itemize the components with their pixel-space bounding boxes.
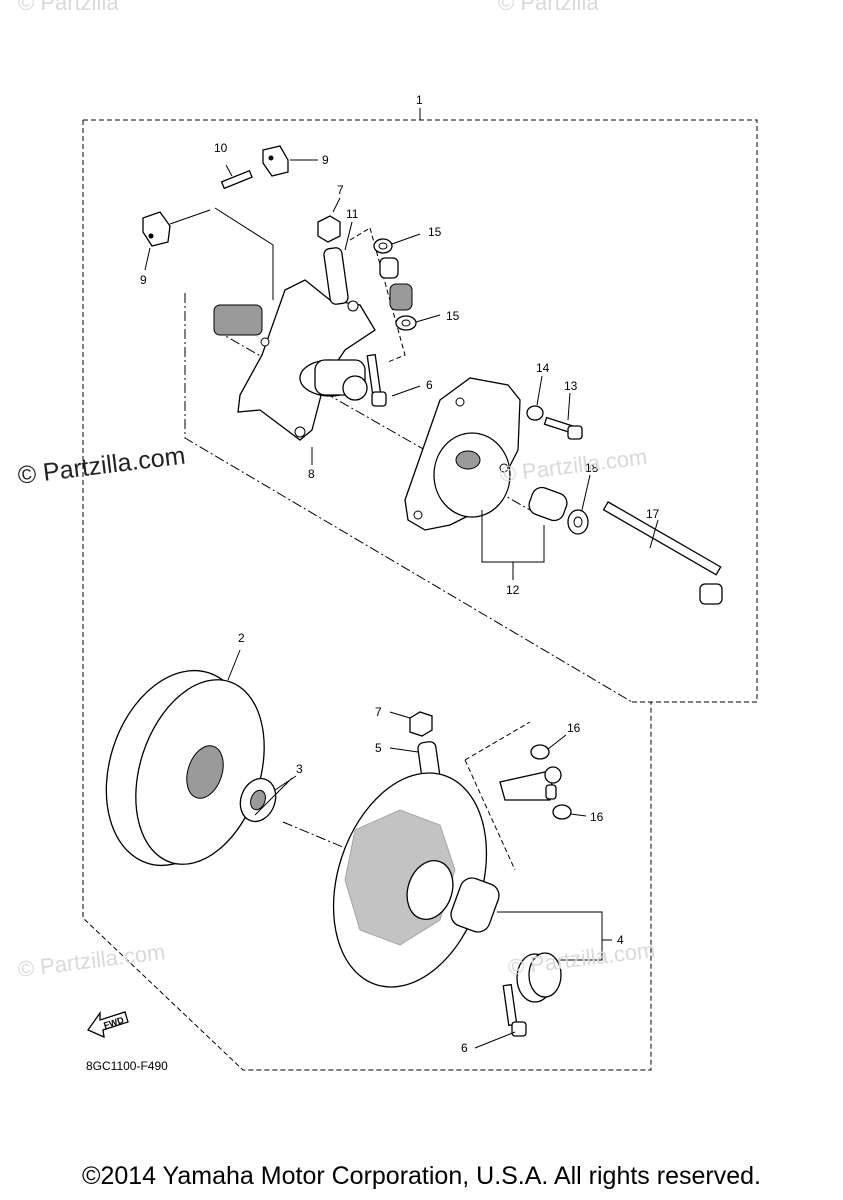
bushing-12 bbox=[528, 486, 568, 522]
nut-7-top bbox=[317, 215, 341, 243]
callout-16b: 16 bbox=[590, 810, 604, 824]
copyright-notice: ©2014 Yamaha Motor Corporation, U.S.A. A… bbox=[82, 1162, 761, 1190]
washer-15-top bbox=[373, 238, 393, 254]
pin-10 bbox=[220, 164, 253, 190]
callout-9a: 9 bbox=[322, 153, 329, 167]
callout-9b: 9 bbox=[140, 273, 147, 287]
callout-13: 13 bbox=[564, 379, 578, 393]
callout-2: 2 bbox=[238, 631, 245, 645]
bearing-4 bbox=[516, 952, 562, 1003]
weight-arm bbox=[499, 766, 562, 801]
axis-line-upper bbox=[184, 293, 633, 703]
callout-5: 5 bbox=[375, 741, 382, 755]
callout-15a: 15 bbox=[428, 225, 442, 239]
callout-7b: 7 bbox=[375, 705, 382, 719]
callout-17: 17 bbox=[646, 507, 660, 521]
washer-16-top bbox=[530, 744, 550, 760]
nut-7-lower bbox=[409, 711, 433, 737]
washer-15-bottom bbox=[395, 315, 417, 331]
washer-18 bbox=[567, 509, 589, 535]
block-9-left bbox=[142, 211, 171, 247]
bushing-3 bbox=[239, 777, 277, 823]
bolt-6-lower bbox=[502, 983, 527, 1037]
callout-3: 3 bbox=[296, 762, 303, 776]
block-9-top bbox=[262, 145, 289, 177]
callout-11: 11 bbox=[346, 207, 359, 221]
fwd-label: FWD bbox=[102, 1015, 125, 1031]
callout-18: 18 bbox=[585, 461, 599, 475]
bolt-17 bbox=[602, 501, 723, 605]
sleeve-11 bbox=[323, 247, 349, 305]
bolt-13 bbox=[543, 416, 583, 440]
callout-10: 10 bbox=[214, 141, 228, 155]
callout-15b: 15 bbox=[446, 309, 460, 323]
sheave-2 bbox=[105, 669, 265, 867]
cover-12 bbox=[404, 377, 521, 531]
roller-part bbox=[379, 257, 413, 311]
callout-6a: 6 bbox=[426, 378, 433, 392]
watermark-top-left: © Partzilla bbox=[18, 0, 119, 15]
movable-sheave-4 bbox=[332, 772, 500, 988]
callout-6b: 6 bbox=[461, 1041, 468, 1055]
callout-1: 1 bbox=[416, 93, 423, 107]
axis-line-lower bbox=[282, 821, 351, 851]
watermark-top-right: © Partzilla bbox=[498, 0, 599, 15]
fwd-arrow-icon: FWD bbox=[87, 1010, 129, 1039]
washer-16-bottom bbox=[552, 804, 572, 820]
callout-8: 8 bbox=[308, 467, 315, 481]
callout-7a: 7 bbox=[337, 183, 344, 197]
callout-16a: 16 bbox=[567, 721, 581, 735]
bolt-6-upper bbox=[366, 353, 387, 407]
washer-14 bbox=[526, 405, 544, 421]
callout-4: 4 bbox=[617, 933, 624, 947]
diagram-code: 8GC1100-F490 bbox=[86, 1059, 168, 1073]
callout-12: 12 bbox=[506, 583, 520, 597]
callout-14: 14 bbox=[536, 361, 550, 375]
spider-8 bbox=[213, 279, 376, 441]
